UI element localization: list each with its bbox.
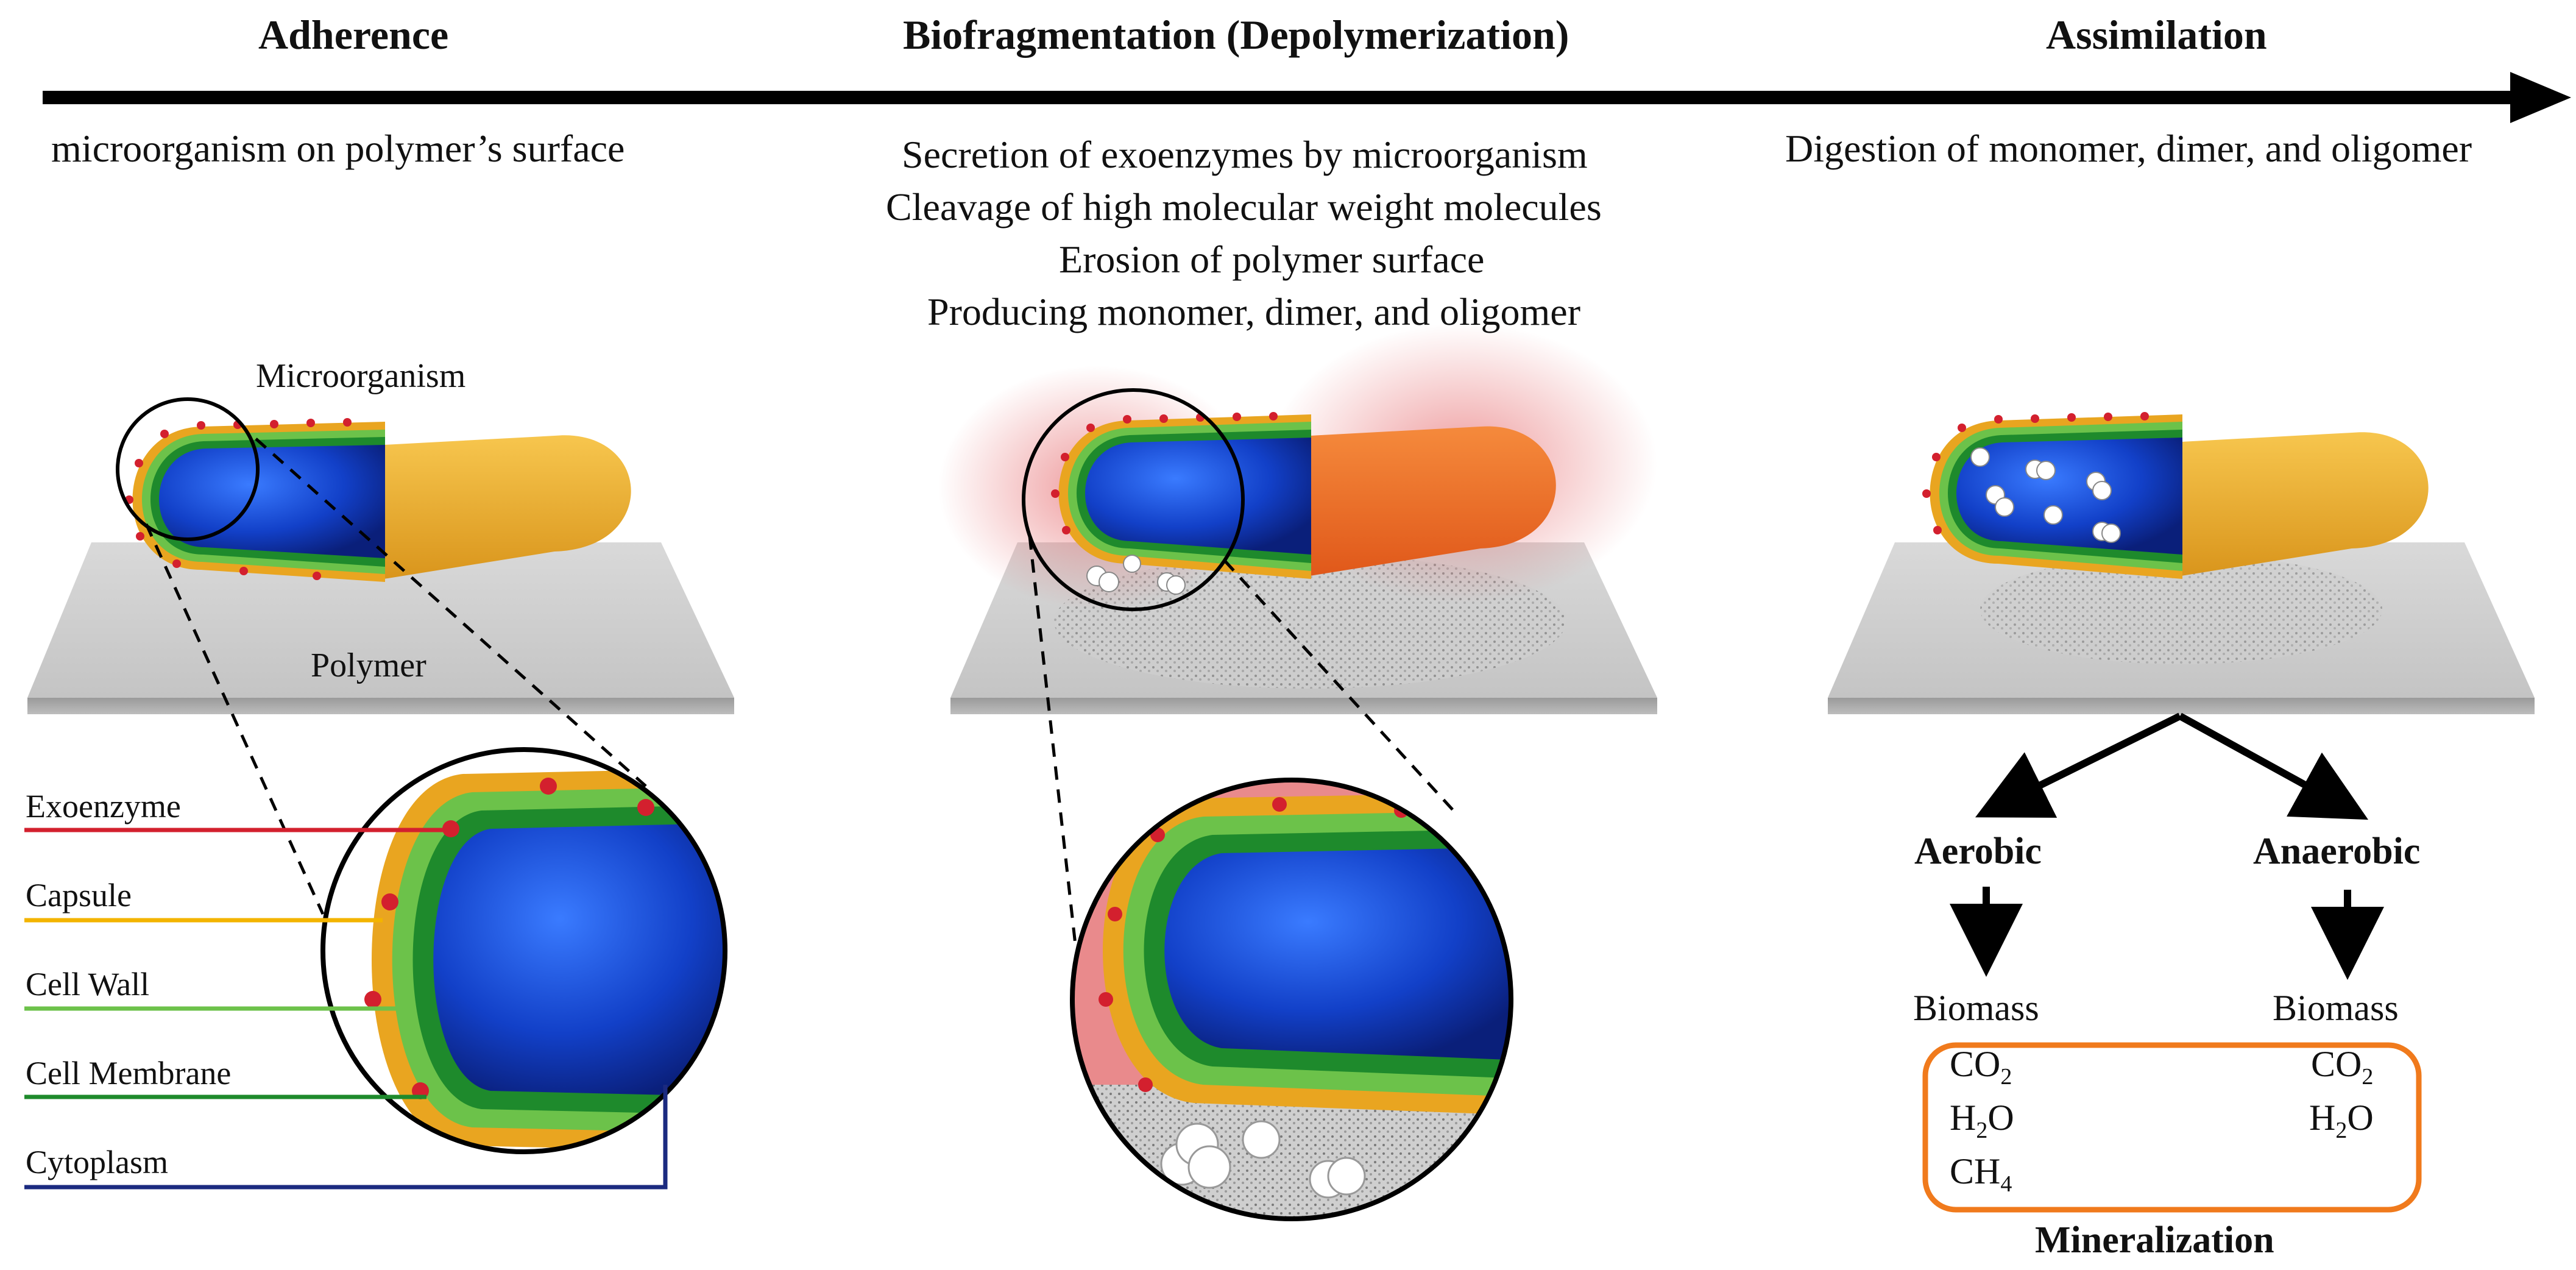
- cutaway-cytoplasm: [1956, 438, 2182, 555]
- polymer-plate-edge: [950, 698, 1657, 714]
- aerobic-biomass: Biomass: [1913, 988, 2039, 1028]
- legend-exoenzyme: Exoenzyme: [26, 788, 181, 825]
- biofragmentation-description-line-1: Secretion of exoenzymes by microorganism: [902, 133, 1588, 176]
- timeline-arrowhead-icon: [2510, 72, 2571, 123]
- aerobic-product-co2: CO2: [1950, 1044, 2012, 1090]
- magnified-view-2: [1072, 780, 1511, 1219]
- cutaway-cytoplasm: [1085, 438, 1311, 555]
- speckle-patch: [1980, 555, 2382, 664]
- anaerobic-product-h2o: H2O: [2309, 1098, 2374, 1143]
- aerobic-product-h2o: H2O: [1950, 1098, 2014, 1143]
- zoom-source-circle: [116, 397, 260, 541]
- cutaway-cytoplasm: [159, 445, 385, 558]
- adherence-description: microorganism on polymer’s surface: [51, 127, 625, 170]
- microorganism-label: Microorganism: [256, 357, 466, 395]
- magnified-circle-2: [1070, 778, 1513, 1221]
- polymer-plate-edge: [1828, 698, 2535, 714]
- mineralization-label: Mineralization: [2035, 1219, 2274, 1261]
- exoenzyme-dots: [1922, 412, 2149, 534]
- aerobic-label: Aerobic: [1914, 831, 2042, 872]
- absorbed-particles: [1970, 447, 2121, 543]
- legend-line-cytoplasm: [24, 1085, 668, 1190]
- exoenzyme-dots: [1051, 412, 1278, 534]
- polymer-plate: [27, 542, 734, 698]
- aerobic-product-ch4: CH4: [1950, 1151, 2012, 1197]
- bacterium-body: [384, 435, 631, 579]
- bacterium-body: [2181, 432, 2429, 576]
- assimilation-description: Digestion of monomer, dimer, and oligome…: [1785, 127, 2472, 170]
- branch-arrow-aerobic: [1975, 712, 2182, 818]
- anaerobic-product-co2: CO2: [2311, 1044, 2374, 1090]
- magnified-view-1: [323, 750, 725, 1152]
- oligomer-particles: [1086, 555, 1186, 595]
- zoom-line-left: [144, 523, 325, 915]
- branch-arrow-anaerobic: [2178, 712, 2369, 820]
- zoom-line-right: [255, 438, 647, 787]
- magnified-circle-1: [320, 747, 727, 1154]
- biofragmentation-description-line-4: Producing monomer, dimer, and oligomer: [927, 290, 1580, 333]
- biofragmentation-description-line-3: Erosion of polymer surface: [1059, 238, 1485, 281]
- exoenzyme-dots: [125, 418, 352, 580]
- legend-cell-membrane: Cell Membrane: [26, 1055, 232, 1091]
- legend-capsule: Capsule: [26, 877, 132, 913]
- polymer-plate-edge: [27, 698, 734, 714]
- zoom-source-circle: [1022, 388, 1245, 611]
- biofragmentation-description-line-2: Cleavage of high molecular weight molecu…: [886, 185, 1602, 229]
- assimilation-panel: [1828, 412, 2535, 1213]
- biofragmentation-panel: [938, 323, 1657, 1221]
- mineralization-box: [1922, 1042, 2422, 1213]
- legend-cytoplasm: Cytoplasm: [26, 1144, 169, 1180]
- bacterium-body-orange: [1310, 426, 1556, 576]
- stage-title-biofragmentation: Biofragmentation (Depolymerization): [903, 12, 1569, 58]
- anaerobic-biomass: Biomass: [2273, 988, 2399, 1028]
- polymer-label: Polymer: [311, 647, 426, 684]
- adherence-panel: [24, 397, 734, 1190]
- stage-title-assimilation: Assimilation: [2046, 12, 2267, 58]
- anaerobic-label: Anaerobic: [2253, 831, 2421, 872]
- stage-title-adherence: Adherence: [258, 12, 449, 58]
- zoom-line-right: [1223, 559, 1457, 815]
- legend-cell-wall: Cell Wall: [26, 966, 150, 1002]
